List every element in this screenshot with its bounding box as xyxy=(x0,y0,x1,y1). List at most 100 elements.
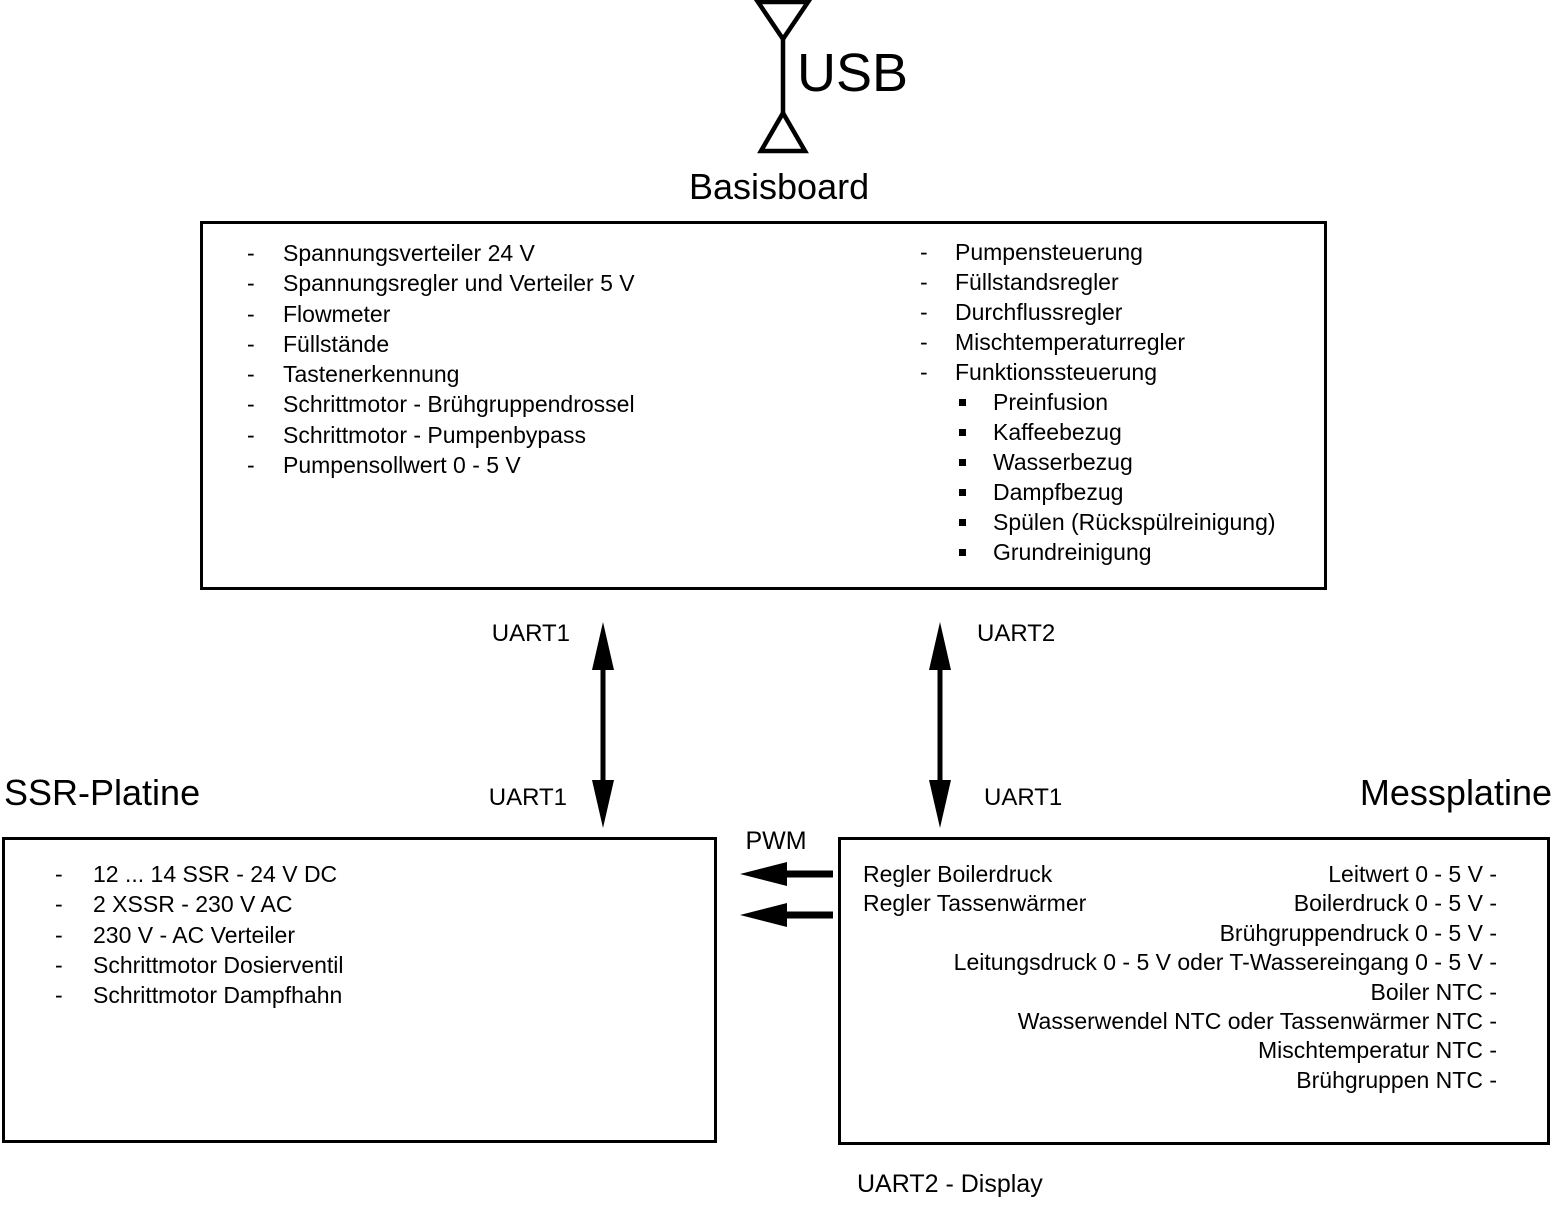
dash-bullet-icon: - xyxy=(55,921,63,948)
list-item-label: Funktionssteuerung xyxy=(955,359,1158,385)
list-item: - Tastenerkennung xyxy=(247,359,635,389)
uart1-bottom-right-label: UART1 xyxy=(984,784,1063,811)
basisboard-title: Basisboard xyxy=(689,166,870,207)
dash-bullet-icon: - xyxy=(247,270,255,297)
square-bullet-icon xyxy=(959,548,966,556)
ssr-platine-list: - 12 ... 14 SSR - 24 V DC - 2 XSSR - 230 V… xyxy=(55,859,344,1010)
list-item-label: Schrittmotor Dampfhahn xyxy=(93,982,343,1009)
square-bullet-icon xyxy=(959,398,966,406)
list-item-label: Pumpensteuerung xyxy=(955,239,1143,265)
list-item: - Funktionssteuerung xyxy=(920,357,1276,387)
list-item: - Spannungsverteiler 24 V xyxy=(247,238,635,268)
list-item: - Mischtemperaturregler xyxy=(920,327,1276,357)
list-item: - Flowmeter xyxy=(247,299,635,329)
list-subitem: Grundreinigung xyxy=(920,537,1276,567)
messplatine-box: Regler Boilerdruck Regler Tassenwärmer L… xyxy=(838,837,1550,1145)
usb-label: USB xyxy=(797,43,909,103)
list-item-label: Spülen (Rückspülreinigung) xyxy=(993,509,1276,535)
uart1-double-arrow-icon xyxy=(592,622,614,828)
list-item-label: Tastenerkennung xyxy=(283,361,460,388)
pwm-arrow-icon xyxy=(740,903,833,927)
list-item-label: Schrittmotor - Pumpenbypass xyxy=(283,421,586,448)
list-subitem: Kaffeebezug xyxy=(920,417,1276,447)
list-item: - 12 ... 14 SSR - 24 V DC xyxy=(55,859,344,889)
list-item: Boilerdruck 0 - 5 V - xyxy=(1293,890,1497,917)
list-item-label: Durchflussregler xyxy=(955,299,1123,325)
dash-bullet-icon: - xyxy=(920,329,928,355)
uart1-bottom-left-label: UART1 xyxy=(488,784,567,811)
list-item-label: Mischtemperaturregler xyxy=(955,329,1186,355)
dash-bullet-icon: - xyxy=(247,391,255,418)
list-item: - Schrittmotor Dosierventil xyxy=(55,950,344,980)
ssr-platine-box: - 12 ... 14 SSR - 24 V DC - 2 XSSR - 230 V… xyxy=(2,837,717,1143)
square-bullet-icon xyxy=(959,518,966,526)
dash-bullet-icon: - xyxy=(247,240,255,266)
list-item: - Füllstände xyxy=(247,329,635,359)
dash-bullet-icon: - xyxy=(55,891,63,918)
list-item: Brühgruppen NTC - xyxy=(1296,1066,1497,1093)
uart1-top-label: UART1 xyxy=(491,620,570,647)
list-subitem: Preinfusion xyxy=(920,387,1276,417)
dash-bullet-icon: - xyxy=(247,361,255,388)
list-item-label: Spannungsverteiler 24 V xyxy=(283,240,535,266)
list-item: - 2 XSSR - 230 V AC xyxy=(55,889,344,919)
basisboard-right-list: - Pumpensteuerung - Füllstandsregler - Durc… xyxy=(920,237,1276,567)
list-item-label: Dampfbezug xyxy=(993,479,1124,505)
list-item: - Pumpensteuerung xyxy=(920,237,1276,267)
basisboard-box: - Spannungsverteiler 24 V - Spannungsregle… xyxy=(200,221,1327,590)
list-item: - Spannungsregler und Verteiler 5 V xyxy=(247,268,635,298)
list-item-label: Grundreinigung xyxy=(993,539,1152,565)
list-subitem: Spülen (Rückspülreinigung) xyxy=(920,507,1276,537)
messplatine-title: Messplatine xyxy=(1359,772,1552,813)
list-item-label: 230 V - AC Verteiler xyxy=(93,921,295,948)
list-item-label: Spannungsregler und Verteiler 5 V xyxy=(283,270,635,297)
list-item: - 230 V - AC Verteiler xyxy=(55,920,344,950)
dash-bullet-icon: - xyxy=(247,452,255,479)
list-item: - Füllstandsregler xyxy=(920,267,1276,297)
list-item: - Schrittmotor Dampfhahn xyxy=(55,980,344,1010)
list-item-label: Füllstandsregler xyxy=(955,269,1119,295)
list-item-label: Wasserbezug xyxy=(993,449,1133,475)
dash-bullet-icon: - xyxy=(247,421,255,448)
dash-bullet-icon: - xyxy=(247,300,255,327)
dash-bullet-icon: - xyxy=(55,982,63,1009)
list-subitem: Wasserbezug xyxy=(920,447,1276,477)
messplatine-right-list: Leitwert 0 - 5 V - Boilerdruck 0 - 5 V -… xyxy=(954,860,1497,1095)
list-item: Brühgruppendruck 0 - 5 V - xyxy=(1219,919,1497,946)
list-item: Mischtemperatur NTC - xyxy=(1258,1037,1497,1064)
uart2-double-arrow-icon xyxy=(929,622,951,828)
dash-bullet-icon: - xyxy=(920,299,928,325)
uart2-top-label: UART2 xyxy=(977,620,1056,647)
dash-bullet-icon: - xyxy=(920,239,928,265)
dash-bullet-icon: - xyxy=(55,951,63,978)
list-item: Leitungsdruck 0 - 5 V oder T-Wassereinga… xyxy=(953,949,1497,976)
list-item-label: Füllstände xyxy=(283,330,390,357)
list-item-label: 12 ... 14 SSR - 24 V DC xyxy=(93,861,338,887)
list-item: - Schrittmotor - Brühgruppendrossel xyxy=(247,389,635,419)
usb-connector-icon xyxy=(753,0,813,154)
list-item: - Schrittmotor - Pumpenbypass xyxy=(247,420,635,450)
list-item: - Pumpensollwert 0 - 5 V xyxy=(247,450,635,480)
list-item: Regler Boilerdruck xyxy=(863,861,1053,887)
pwm-arrow-icon xyxy=(740,862,833,886)
list-item-label: Schrittmotor Dosierventil xyxy=(93,951,344,978)
list-subitem: Dampfbezug xyxy=(920,477,1276,507)
ssr-platine-title: SSR-Platine xyxy=(4,772,201,813)
square-bullet-icon xyxy=(959,428,966,436)
list-item: Boiler NTC - xyxy=(1370,978,1497,1005)
square-bullet-icon xyxy=(959,458,966,466)
list-item-label: Flowmeter xyxy=(283,300,391,327)
list-item-label: 2 XSSR - 230 V AC xyxy=(93,891,293,918)
list-item-label: Schrittmotor - Brühgruppendrossel xyxy=(283,391,635,418)
dash-bullet-icon: - xyxy=(247,330,255,357)
dash-bullet-icon: - xyxy=(920,269,928,295)
square-bullet-icon xyxy=(959,488,966,496)
dash-bullet-icon: - xyxy=(920,359,928,385)
dash-bullet-icon: - xyxy=(55,861,63,887)
uart2-display-label: UART2 - Display xyxy=(857,1170,1043,1198)
list-item: - Durchflussregler xyxy=(920,297,1276,327)
list-item: Leitwert 0 - 5 V - xyxy=(1328,861,1497,887)
basisboard-left-list: - Spannungsverteiler 24 V - Spannungsregle… xyxy=(247,238,635,480)
list-item-label: Pumpensollwert 0 - 5 V xyxy=(283,452,521,479)
